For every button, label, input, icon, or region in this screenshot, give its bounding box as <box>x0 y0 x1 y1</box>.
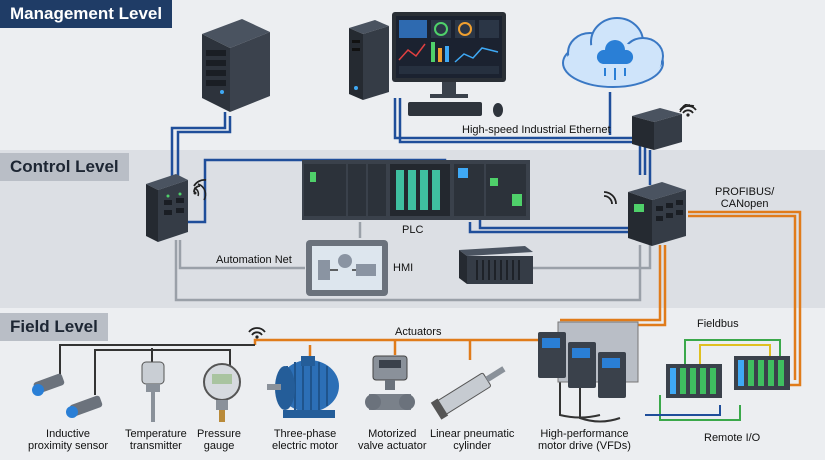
electric-motor-icon <box>267 356 339 418</box>
valve-actuator-label-line2: valve actuator <box>358 440 427 452</box>
profibus-label-line1: PROFIBUS/ <box>715 186 775 198</box>
pneumatic-cylinder-label: Linear pneumatic cylinder <box>430 428 514 452</box>
sensor-cables <box>59 344 621 423</box>
electric-motor-label-line2: electric motor <box>272 440 339 452</box>
fieldbus-label: Fieldbus <box>697 318 739 330</box>
network-switch-left-icon <box>146 174 207 242</box>
profibus-label: PROFIBUS/ CANopen <box>715 186 774 210</box>
temperature-transmitter-label-line1: Temperature <box>125 428 187 440</box>
valve-actuator-icon <box>365 355 415 410</box>
plc-rack-icon <box>302 160 530 220</box>
automation-net-label: Automation Net <box>216 254 292 266</box>
control-level-header: Control Level <box>0 153 129 181</box>
management-level-header: Management Level <box>0 0 173 28</box>
pressure-gauge-label-line2: gauge <box>203 440 235 452</box>
remote-io-icon <box>666 356 790 398</box>
profibus-label-line2: CANopen <box>720 198 769 210</box>
wireless-icon <box>248 327 266 339</box>
actuators-label: Actuators <box>395 326 442 338</box>
temperature-transmitter-icon <box>141 361 165 422</box>
valve-actuator-label-line1: Motorized <box>368 428 417 440</box>
cloud-icon <box>562 17 664 88</box>
field-level-header: Field Level <box>0 313 108 341</box>
wireless-icon <box>193 179 207 195</box>
plc-label: PLC <box>402 224 424 236</box>
proximity-sensor-label-line1: Inductive <box>46 428 91 440</box>
hmi-label: HMI <box>393 262 414 274</box>
pressure-gauge-label: Pressure gauge <box>197 428 241 452</box>
pressure-gauge-icon <box>203 363 241 422</box>
proximity-sensor-icon <box>32 373 103 418</box>
ethernet-label: High-speed Industrial Ethernet <box>462 124 611 136</box>
vfd-label-line2: motor drive (VFDs) <box>538 440 631 452</box>
pneumatic-cylinder-label-line1: Linear pneumatic <box>430 428 515 440</box>
vfd-label: High-performance motor drive (VFDs) <box>538 428 631 452</box>
remote-io-label: Remote I/O <box>704 432 761 444</box>
gateway-icon <box>632 104 695 150</box>
temperature-transmitter-label: Temperature transmitter <box>125 428 187 452</box>
vfd-label-line1: High-performance <box>540 428 629 440</box>
industrial-pc-icon <box>459 246 533 284</box>
wireless-icon <box>603 191 617 205</box>
network-switch-right-icon <box>628 182 686 246</box>
valve-actuator-label: Motorized valve actuator <box>358 428 426 452</box>
pressure-gauge-label-line1: Pressure <box>197 428 242 440</box>
temperature-transmitter-label-line2: transmitter <box>129 440 182 452</box>
pneumatic-cylinder-label-line2: cylinder <box>453 440 492 452</box>
hmi-panel-icon <box>306 240 388 296</box>
electric-motor-label: Three-phase electric motor <box>272 428 338 452</box>
workstation-tower-icon <box>349 20 389 100</box>
electric-motor-label-line1: Three-phase <box>273 428 337 440</box>
monitor-dashboard-icon <box>392 12 506 117</box>
vfd-drives-icon <box>538 321 639 398</box>
pneumatic-cylinder-icon <box>430 366 506 420</box>
proximity-sensor-label-line2: proximity sensor <box>28 440 109 452</box>
proximity-sensor-label: Inductive proximity sensor <box>28 428 108 452</box>
server-icon <box>202 19 270 112</box>
wireless-icon <box>679 105 697 117</box>
io-cables <box>645 339 781 421</box>
